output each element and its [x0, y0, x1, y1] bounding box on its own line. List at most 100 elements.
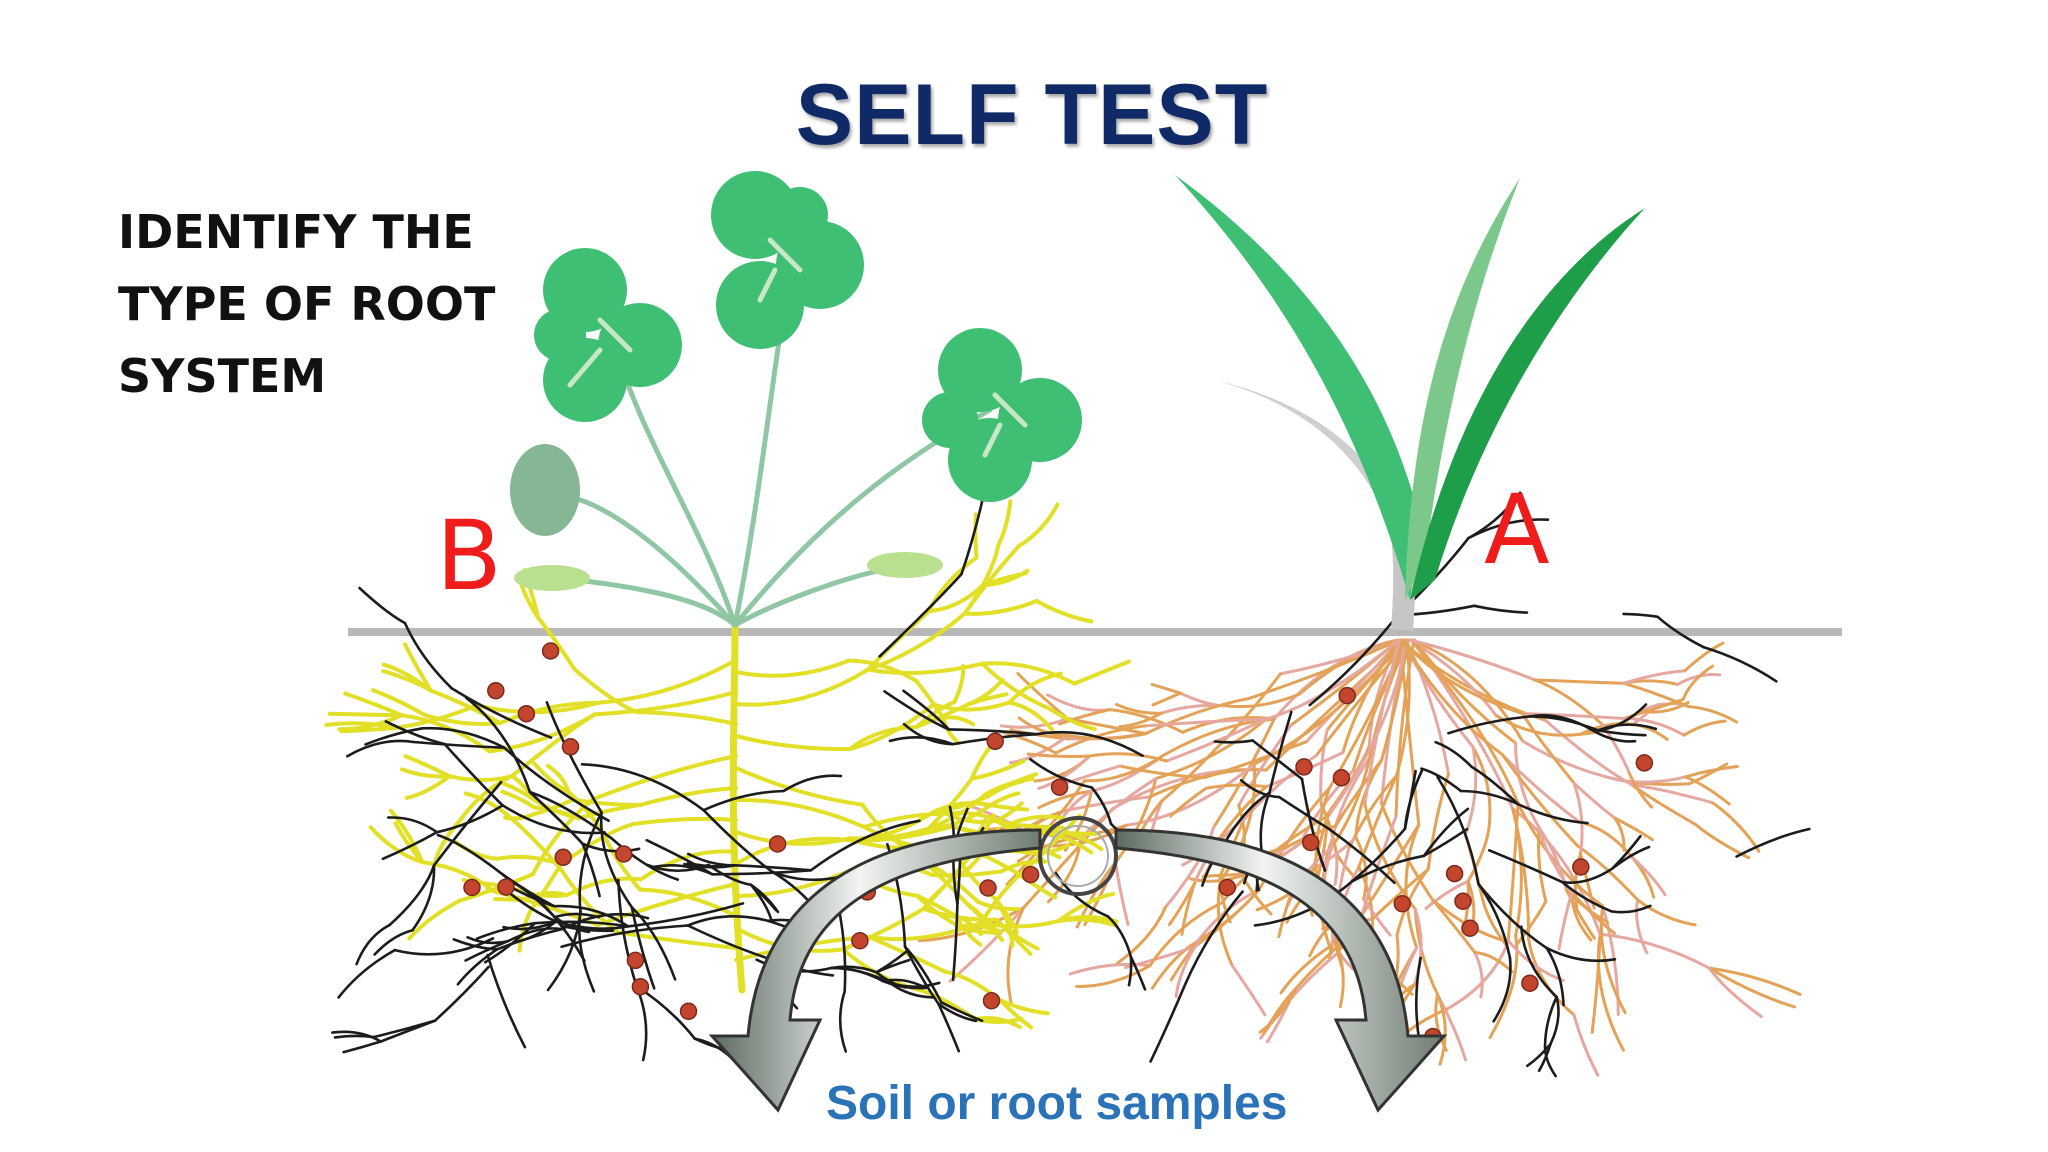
nodule [463, 878, 481, 897]
root-segment [847, 702, 936, 752]
root-segment [1217, 785, 1268, 841]
root-segment [1300, 777, 1327, 872]
root-segment [1618, 775, 1687, 784]
nodule [626, 951, 645, 970]
root-segment [1088, 752, 1168, 763]
root-segment [1630, 856, 1667, 897]
root-segment [443, 742, 504, 807]
root-segment [749, 883, 778, 912]
root-segment [1516, 802, 1589, 825]
root-segment [1106, 915, 1133, 959]
root-segment [1037, 789, 1094, 810]
root-segment [1394, 638, 1416, 819]
root-segment [1114, 861, 1130, 926]
root-segment [373, 929, 414, 956]
nodule [541, 642, 560, 660]
nodule [1572, 858, 1590, 876]
root-segment [1047, 706, 1097, 732]
root-segment [1436, 775, 1480, 886]
root-segment [610, 837, 680, 881]
root-segment [1118, 764, 1207, 780]
root-segment [734, 797, 866, 829]
root-segment [599, 811, 634, 909]
root-segment [388, 864, 436, 927]
root-segment [1424, 879, 1470, 910]
folded-leaf [510, 444, 580, 536]
root-segment [386, 816, 439, 834]
root-segment [930, 869, 1004, 878]
root-segment [984, 802, 1030, 812]
root-segment [592, 690, 738, 717]
root-segment [1248, 638, 1401, 700]
root-segment [1683, 765, 1739, 779]
root-segment [1610, 904, 1652, 914]
root-segment [1735, 827, 1811, 858]
root-segment [888, 736, 954, 746]
root-segment [343, 691, 404, 718]
root-segment [1331, 756, 1371, 848]
root-segment [1467, 491, 1522, 540]
root-segment [985, 779, 1025, 799]
root-segment [528, 790, 613, 840]
root-segment [1412, 638, 1518, 745]
root-segment [1544, 718, 1633, 787]
root-segment [956, 856, 962, 905]
root-segment [1253, 879, 1354, 927]
root-segment [342, 1040, 383, 1054]
root-segment [1259, 791, 1271, 852]
root-segment [1251, 739, 1304, 781]
nodule [1454, 892, 1472, 910]
root-segment [1693, 822, 1751, 860]
root-segment [866, 934, 948, 974]
root-segment [1380, 638, 1410, 762]
root-segment [838, 990, 848, 1053]
root-segment [355, 923, 391, 966]
root-segment [1065, 717, 1148, 735]
root-segment [463, 791, 516, 823]
root-segment [1436, 993, 1447, 1066]
root-segment [921, 856, 971, 911]
root-segment [500, 789, 537, 810]
question-prompt: IDENTIFY THE TYPE OF ROOT SYSTEM [118, 205, 496, 403]
root-segment [1327, 638, 1407, 817]
root-segment [734, 836, 858, 866]
root-segment [866, 920, 984, 942]
root-segment [914, 678, 946, 721]
root-segment [1420, 767, 1463, 793]
root-segment [1466, 822, 1491, 883]
root-segment [1163, 825, 1216, 909]
root-segment [638, 849, 738, 882]
root-segment [1334, 758, 1384, 828]
root-segment [1167, 881, 1197, 927]
nodule [1332, 769, 1351, 787]
root-segment [941, 715, 976, 727]
root-segment [686, 852, 736, 867]
root-segment [1108, 708, 1185, 734]
clover-leaf [922, 328, 1082, 502]
root-segment [941, 716, 961, 745]
root-segment [324, 721, 399, 730]
root-segment [1611, 834, 1642, 870]
root-segment [1473, 950, 1514, 974]
root-segment [503, 746, 610, 822]
root-segment [1422, 827, 1469, 858]
root-segment [1238, 870, 1273, 916]
root-segment [1090, 786, 1113, 826]
label-b: B [436, 500, 502, 612]
root-segment [1561, 880, 1613, 913]
root-segment [1470, 765, 1520, 806]
root-segment [1058, 708, 1112, 726]
root-segment [1596, 729, 1647, 737]
root-segment [866, 611, 967, 672]
root-segment [631, 816, 738, 826]
root-segment [973, 512, 979, 560]
root-segment [1707, 966, 1802, 996]
root-segment [1572, 1013, 1600, 1077]
clover-leaf [534, 248, 682, 422]
root-segment [1148, 901, 1224, 968]
root-segment [1151, 691, 1182, 707]
root-segment [1341, 638, 1400, 754]
root-segment [572, 667, 639, 714]
root-segment [1258, 988, 1297, 1034]
sample-highlight-circle [1038, 816, 1118, 896]
